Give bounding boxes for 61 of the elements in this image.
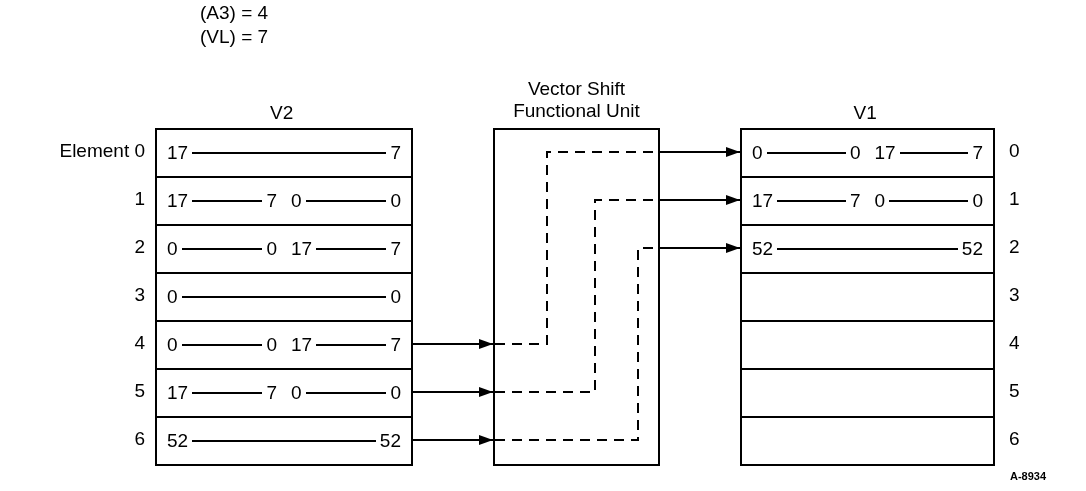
figure-number: A-8934 xyxy=(1010,470,1047,482)
element-number: 6 xyxy=(134,428,145,450)
element-number: 3 xyxy=(134,284,145,306)
field-value: 0 xyxy=(167,286,178,308)
field-value: 17 xyxy=(167,142,189,164)
field-value: 0 xyxy=(849,142,861,164)
field-value: 7 xyxy=(266,382,277,404)
field-value: 52 xyxy=(752,238,774,260)
field-value: 52 xyxy=(167,430,189,452)
field-value: 0 xyxy=(972,190,983,212)
field-value: 7 xyxy=(390,334,401,356)
element-number: 3 xyxy=(1009,284,1020,306)
field-value: 17 xyxy=(291,334,313,356)
register-value-note: (VL) = 7 xyxy=(200,26,269,48)
field-value: 17 xyxy=(167,382,189,404)
element-number: 6 xyxy=(1009,428,1020,450)
element-number: 5 xyxy=(1009,380,1020,402)
element-number: Element 0 xyxy=(59,140,145,162)
arrow xyxy=(412,435,494,445)
field-value: 0 xyxy=(266,334,277,356)
field-value: 52 xyxy=(961,238,983,260)
field-value: 17 xyxy=(874,142,896,164)
register-box xyxy=(155,128,413,466)
field-value: 0 xyxy=(390,190,401,212)
register-title: V1 xyxy=(853,102,877,124)
element-number: 0 xyxy=(1009,140,1020,162)
register-title: V2 xyxy=(270,102,294,124)
arrow xyxy=(659,147,741,157)
field-value: 0 xyxy=(390,286,401,308)
element-number: 2 xyxy=(134,236,145,258)
field-value: 17 xyxy=(752,190,774,212)
field-value: 0 xyxy=(291,190,302,212)
element-number: 5 xyxy=(134,380,145,402)
field-value: 0 xyxy=(167,238,178,260)
functional-unit-box xyxy=(493,128,660,466)
arrow xyxy=(412,339,494,349)
element-number: 1 xyxy=(1009,188,1020,210)
element-number: 1 xyxy=(134,188,145,210)
register-box xyxy=(740,128,995,466)
field-value: 0 xyxy=(266,238,277,260)
field-value: 7 xyxy=(972,142,983,164)
field-value: 0 xyxy=(874,190,886,212)
field-value: 0 xyxy=(752,142,763,164)
field-value: 7 xyxy=(390,142,401,164)
field-value: 7 xyxy=(849,190,861,212)
field-value: 17 xyxy=(167,190,189,212)
field-value: 7 xyxy=(390,238,401,260)
element-number: 4 xyxy=(134,332,145,354)
field-value: 0 xyxy=(291,382,302,404)
arrow xyxy=(659,195,741,205)
field-value: 0 xyxy=(390,382,401,404)
field-value: 0 xyxy=(167,334,178,356)
field-value: 52 xyxy=(379,430,401,452)
register-value-note: (A3) = 4 xyxy=(200,2,269,24)
unit-title: Vector Shift Functional Unit xyxy=(512,78,641,122)
field-value: 7 xyxy=(266,190,277,212)
arrow xyxy=(659,243,741,253)
element-number: 4 xyxy=(1009,332,1020,354)
arrow xyxy=(412,387,494,397)
field-value: 17 xyxy=(291,238,313,260)
element-number: 2 xyxy=(1009,236,1020,258)
